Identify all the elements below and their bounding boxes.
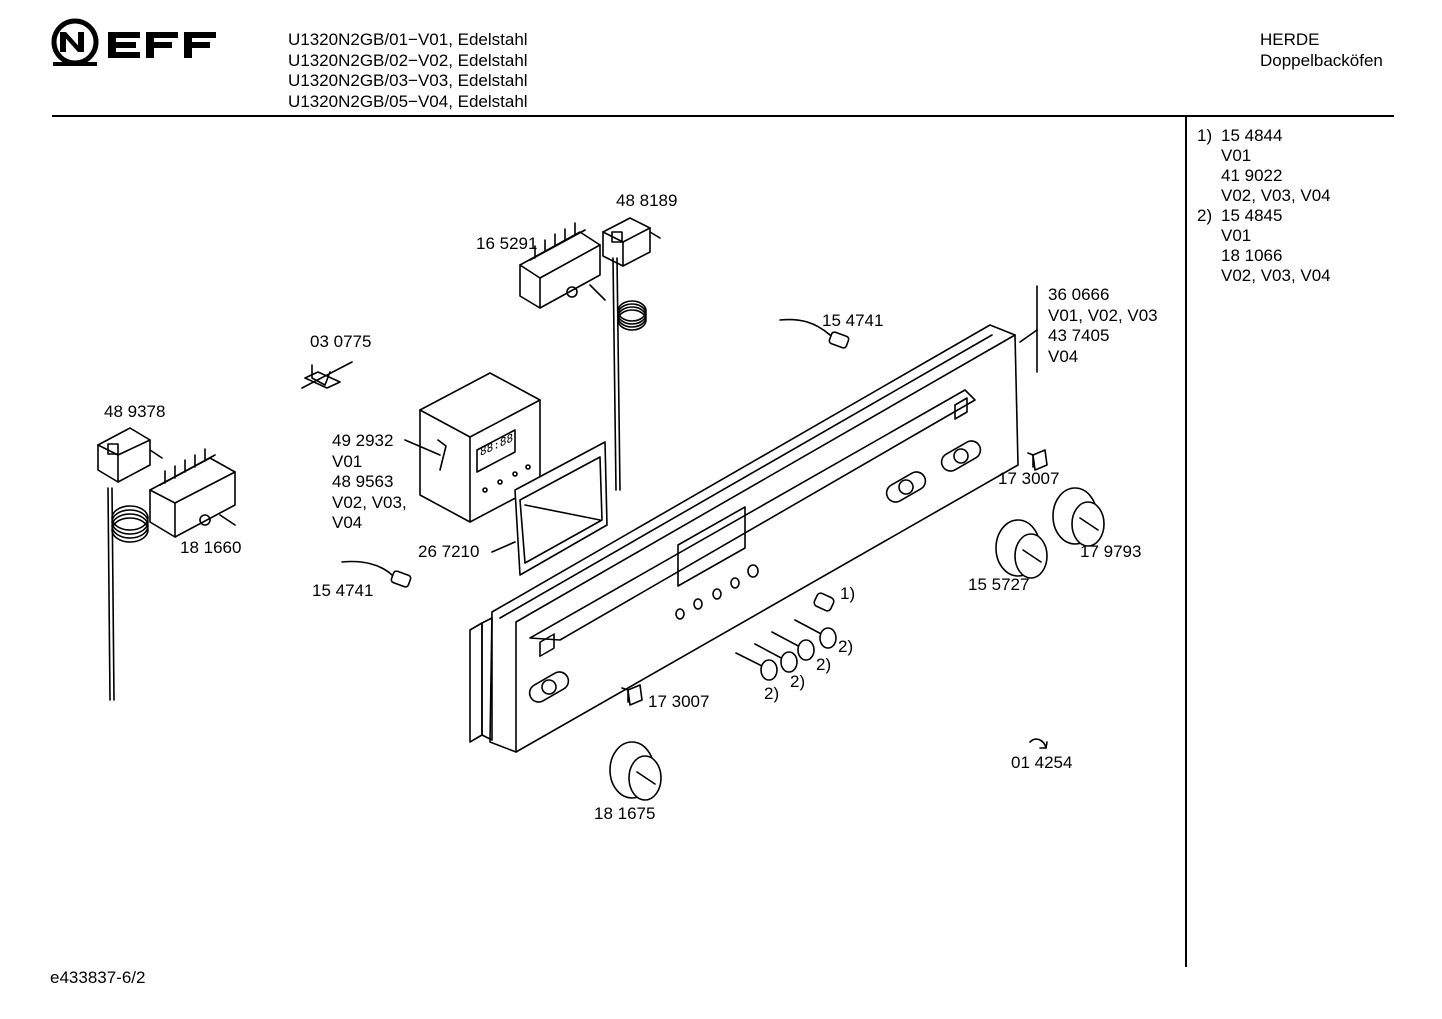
footnote-row: V02, V03, V04 [1221, 266, 1331, 285]
model-line: U1320N2GB/01−V01, Edelstahl [288, 30, 528, 49]
selector-switch-left [149, 448, 236, 538]
part-label: 26 7210 [418, 542, 480, 561]
thermostat-top [602, 217, 661, 491]
panel-leader-tick [1019, 329, 1038, 343]
screw-014254 [1029, 738, 1048, 749]
knob-155727 [995, 519, 1048, 579]
part-label: 18 1675 [594, 804, 656, 823]
panel-part-line: V01, V02, V03 [1048, 305, 1158, 325]
timer-part-block: 49 2932 V01 48 9563 V02, V03, V04 [332, 431, 407, 534]
footnote-marker: 2) [764, 684, 780, 703]
part-label: 17 9793 [1080, 542, 1142, 561]
category-subtitle: Doppelbacköfen [1260, 50, 1383, 70]
panel-part-line: 36 0666 [1048, 285, 1110, 304]
model-line: U1320N2GB/02−V02, Edelstahl [288, 50, 528, 70]
clip-173007-bottom [621, 684, 643, 706]
footnote-row: V01 [1221, 226, 1252, 245]
part-label: 16 5291 [476, 234, 538, 253]
fascia-button-holes [675, 564, 759, 620]
knob-181675 [609, 741, 662, 801]
timer-part-line: V01 [332, 451, 363, 471]
part-label: 17 3007 [648, 692, 710, 711]
footnote-marker: 2) [816, 655, 832, 674]
timer-module: 88:88 [419, 372, 541, 523]
exploded-diagram: 88:88 [97, 217, 1105, 801]
footnote-row: 1)15 4844 [1197, 126, 1283, 145]
footnote-row: V01 [1221, 146, 1252, 165]
category-block: HERDE Doppelbacköfen [1260, 30, 1383, 71]
footnote-marker: 2) [790, 672, 806, 691]
neff-logo [48, 18, 218, 70]
timer-part-line: 48 9563 [332, 472, 394, 491]
clip-173007-right [1027, 449, 1048, 471]
panel-part-line: 43 7405 [1048, 326, 1110, 345]
model-list: U1320N2GB/01−V01, Edelstahl U1320N2GB/02… [288, 30, 528, 112]
footnote-row: V02, V03, V04 [1221, 186, 1331, 205]
part-label: 17 3007 [998, 469, 1060, 488]
part-label: 15 4741 [822, 311, 884, 330]
part-label: 18 1660 [180, 538, 242, 557]
header-rule [52, 115, 1394, 117]
fascia-knob-slots [528, 440, 982, 703]
footnote-list: 1)15 4844 V01 41 9022 V02, V03, V04 2)15… [1197, 126, 1331, 286]
footnote-row: 41 9022 [1221, 166, 1283, 185]
footnote-row: 18 1066 [1221, 246, 1283, 265]
selector-switch-top [519, 222, 606, 309]
display-leader [491, 541, 516, 553]
part-label: 48 9378 [104, 402, 166, 421]
part-label: 01 4254 [1011, 753, 1073, 772]
drawing-id: e433837-6/2 [50, 968, 146, 987]
lamp-top [779, 318, 850, 349]
clip-030775 [301, 361, 353, 389]
timer-part-line: 49 2932 [332, 431, 394, 450]
control-panel-fascia [469, 324, 1019, 753]
footnote-row: 2)15 4845 [1197, 206, 1283, 225]
notes-divider [1185, 117, 1187, 967]
part-label: 15 4741 [312, 581, 374, 600]
push-buttons [735, 592, 837, 681]
part-label: 03 0775 [310, 332, 372, 351]
footnote-marker: 1) [840, 584, 856, 603]
model-line: U1320N2GB/03−V03, Edelstahl [288, 71, 528, 90]
panel-part-block: 36 0666 V01, V02, V03 43 7405 V04 [1048, 285, 1158, 367]
lamp-bottom [341, 560, 412, 588]
thermostat-left [97, 427, 163, 701]
part-label: 15 5727 [968, 575, 1030, 594]
timer-part-line: V02, V03, [332, 492, 407, 512]
footnote-marker: 2) [838, 637, 854, 656]
panel-part-line: V04 [1048, 346, 1079, 366]
timer-part-line: V04 [332, 513, 363, 532]
timer-leader [404, 439, 441, 456]
knob-179793 [1052, 487, 1105, 547]
category-title: HERDE [1260, 30, 1320, 49]
part-label: 48 8189 [616, 191, 678, 210]
display-window [514, 441, 608, 576]
model-line: U1320N2GB/05−V04, Edelstahl [288, 91, 528, 111]
